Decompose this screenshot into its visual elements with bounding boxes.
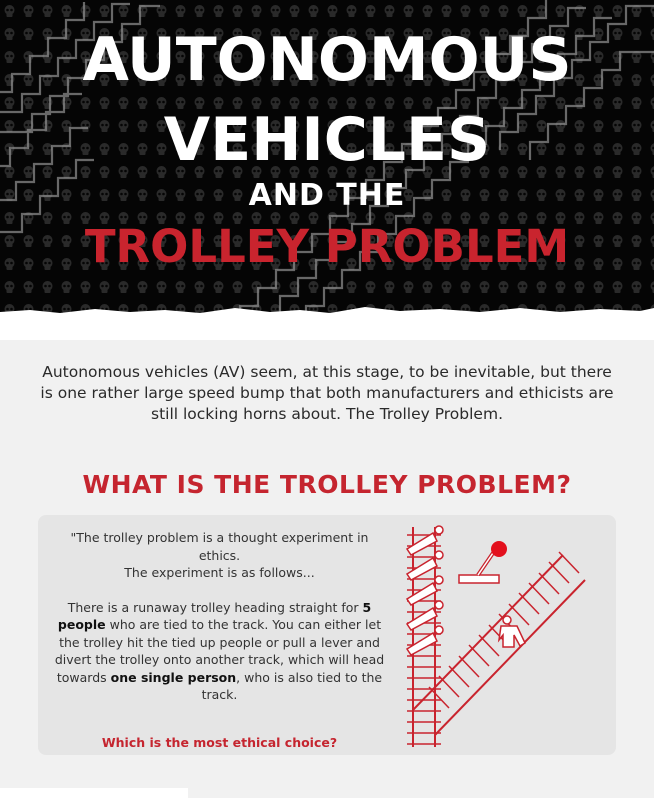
section-heading: WHAT IS THE TROLLEY PROBLEM? [82,470,572,499]
scenario-paragraph: There is a runaway trolley heading strai… [52,599,387,704]
person-icon-side-track [497,615,526,648]
lever-icon [458,541,507,584]
zigzag-lines-right [238,0,654,326]
person-icon [405,575,444,606]
hero-title-line-4: TROLLEY PROBLEM [84,220,570,273]
side-track [412,551,586,736]
main-track [407,527,441,747]
quote-line-1: "The trolley problem is a thought experi… [70,530,369,563]
hero-title-line-1: AUTONOMOUS [82,25,572,95]
intro-paragraph: Autonomous vehicles (AV) seem, at this s… [40,363,614,423]
trolley-track-illustration [405,525,586,747]
person-icons-main-track [405,525,444,656]
person-icon [405,550,444,581]
scenario-text-1: There is a runaway trolley heading strai… [67,599,363,615]
ripped-edge [0,307,654,326]
scenario-text-2: who are tied to the track. You can eithe… [54,617,385,685]
five-people-emphasis: 5 people [57,599,372,633]
one-person-emphasis: one single person [110,669,237,685]
person-icon [405,525,444,556]
skull-pattern-background [0,0,654,326]
hero-title-line-2: VEHICLES [163,105,491,175]
hero-banner: AUTONOMOUS VEHICLES AND THE TROLLEY PROB… [0,0,654,326]
person-icon [405,600,444,631]
hero-title-line-3: AND THE [248,178,406,213]
zigzag-lines-left [0,2,160,234]
person-icon [405,625,444,656]
scenario-text-3: , who is also tied to the track. [201,669,383,703]
content-section: Autonomous vehicles (AV) seem, at this s… [0,340,654,788]
footer-strip-grey [188,788,654,798]
quote-line-2: The experiment is as follows... [124,565,315,580]
ethical-question: Which is the most ethical choice? [101,735,338,750]
trolley-explanation-panel: "The trolley problem is a thought experi… [38,515,616,755]
footer-strip-white [0,788,188,798]
quote-text: "The trolley problem is a thought experi… [52,529,387,704]
